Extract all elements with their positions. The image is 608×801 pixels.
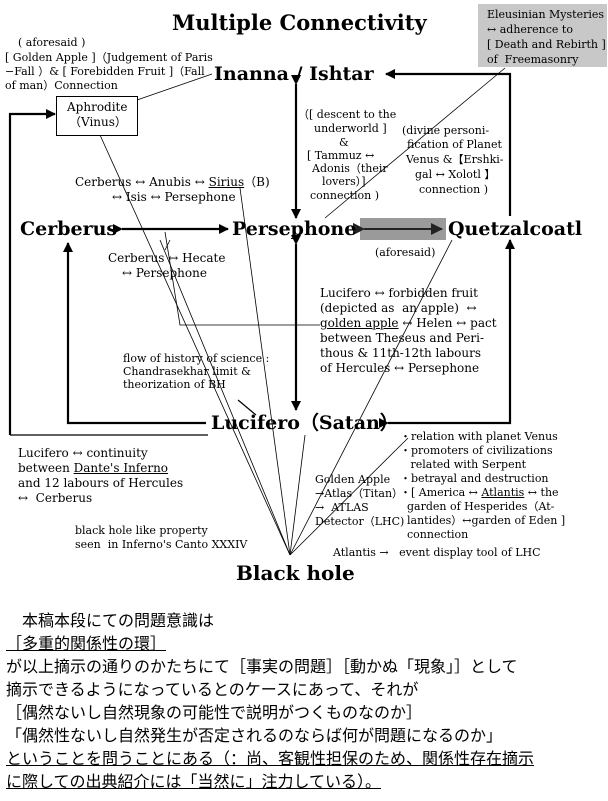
jp-line-3: が以上摘示の通りのかたちにて［事実の問題］［動かぬ「現象」］として bbox=[6, 657, 518, 676]
note-fruit-3: between Theseus and Peri- bbox=[320, 331, 485, 345]
note-divine-4: connection ) bbox=[419, 183, 489, 196]
note-descent-4: Adonis（their bbox=[312, 162, 388, 175]
dantes-inferno-link: Dante's Inferno bbox=[73, 461, 169, 475]
note-atlantis-2: garden of Hesperides（At- bbox=[400, 500, 555, 513]
note-fruit-2: golden apple ↔ Helen ↔ pact bbox=[320, 317, 497, 330]
aphrodite-box: Aphrodite （Vinus） bbox=[56, 96, 138, 136]
node-persephone: Persephone bbox=[232, 218, 357, 240]
note-hecate-1: Cerberus ↔ Hecate bbox=[108, 251, 226, 265]
note-atlantis-1: ・[ America ↔ Atlantis ↔ the bbox=[400, 486, 559, 499]
jp-line-5: ［偶然ないし自然現象の可能性で説明がつくものなのか］ bbox=[6, 703, 423, 722]
note-golden-apple-1: [ Golden Apple ]（Judgement of Paris bbox=[5, 51, 213, 64]
note-descent-3: [ Tammuz ↔ bbox=[307, 149, 375, 162]
note-divine-2: Venus &【Ershki- bbox=[406, 153, 504, 166]
jp-line-2: ［多重的関係性の環］ bbox=[6, 634, 167, 653]
jp-line-1: 本稿本段にての問題意識は bbox=[6, 611, 215, 630]
arrow-lucifero-quetz bbox=[379, 239, 515, 428]
inferno-pre: between bbox=[18, 461, 74, 475]
note-descent-1: underworld ] bbox=[314, 122, 387, 135]
note-atlantis-4: connection bbox=[400, 528, 469, 541]
note-inferno-1: Lucifero ↔ continuity bbox=[18, 446, 148, 460]
note-venus-1: ・promoters of civilizations bbox=[400, 444, 553, 457]
page-title: Multiple Connectivity bbox=[172, 10, 427, 35]
note-atlas-1: →Atlas（Titan） bbox=[315, 487, 404, 500]
note-fruit-0: Lucifero ↔ forbidden fruit bbox=[320, 286, 478, 300]
note-aforesaid: (aforesaid) bbox=[375, 246, 436, 259]
aphrodite-sub: （Vinus） bbox=[69, 115, 127, 129]
note-anubis-2: ↔ Isis ↔ Persephone bbox=[112, 190, 236, 204]
note-descent-0: （[ descent to the bbox=[298, 108, 397, 121]
note-venus-3: ・betrayal and destruction bbox=[400, 472, 549, 485]
eleusis-line1: Eleusinian Mysteries bbox=[487, 8, 605, 21]
arrow-science-lucifero bbox=[237, 399, 257, 416]
note-divine-0: (divine personi- bbox=[402, 124, 490, 137]
sirius-link: Sirius bbox=[208, 175, 245, 189]
note-venus-0: ・relation with planet Venus bbox=[400, 430, 558, 443]
jp-line-6: 「偶然性ないし自然発生が否定されるのならば何が問題になるのか」 bbox=[6, 726, 503, 745]
note-inferno-2: between Dante's Inferno bbox=[18, 462, 168, 475]
golden-apple-link: golden apple bbox=[320, 316, 399, 330]
eleusis-line2: ↔ adherence to bbox=[487, 23, 573, 36]
note-science-0: flow of history of science : bbox=[123, 352, 270, 365]
note-golden-apple-3: of man）Connection bbox=[5, 79, 118, 92]
arrow-quetz-inanna bbox=[385, 69, 512, 216]
line-venus-blackhole bbox=[289, 437, 409, 556]
note-canto-0: black hole like property bbox=[75, 524, 208, 537]
atlantis-post: ↔ the bbox=[524, 486, 559, 499]
eleusis-line3: [ Death and Rebirth ] bbox=[487, 38, 606, 51]
note-atlas-3: Detector（LHC) bbox=[315, 515, 405, 528]
note-fruit-1: (depicted as an apple) ↔ bbox=[320, 301, 477, 315]
node-inanna: Inanna / Ishtar bbox=[214, 63, 374, 85]
note-venus-2: related with Serpent bbox=[400, 458, 527, 471]
eleusis-line4: of Freemasonry bbox=[487, 53, 579, 66]
note-anubis-1: Cerberus ↔ Anubis ↔ Sirius（B) bbox=[75, 176, 270, 189]
note-divine-3: gal ↔ Xolotl 】 bbox=[415, 168, 496, 181]
note-golden-apple-0: ( aforesaid ) bbox=[18, 36, 86, 49]
note-atlas-2: → ATLAS bbox=[315, 501, 369, 514]
jp-line-7: ということを問うことにある（：尚、客観性担保のため、関係性存在摘示 bbox=[6, 749, 535, 768]
line-cerberus-blackhole bbox=[159, 239, 291, 556]
line-aphrodite-blackhole bbox=[99, 134, 291, 556]
note-descent-5: lovers）] bbox=[322, 175, 366, 188]
node-black-hole: Black hole bbox=[236, 561, 355, 585]
note-inferno-3: and 12 labours of Hercules bbox=[18, 476, 184, 490]
note-fruit-4: thous & 11th-12th labours bbox=[320, 346, 482, 360]
note-science-1: Chandrasekhar limit & bbox=[123, 365, 251, 378]
jp-line-8: に際しての出典紹介には「当然に」注力している）。 bbox=[6, 772, 382, 791]
note-atlas-0: Golden Apple bbox=[315, 473, 391, 486]
atlantis-link: Atlantis bbox=[481, 486, 525, 499]
note-divine-1: fication of Planet bbox=[407, 138, 502, 151]
fruit-rest: ↔ Helen ↔ pact bbox=[398, 316, 497, 330]
anubis-post: （B) bbox=[244, 175, 270, 189]
line-sirius-blackhole bbox=[239, 187, 291, 556]
atlantis-pre: ・[ America ↔ bbox=[400, 486, 482, 499]
line-persephone-apple bbox=[164, 231, 320, 326]
note-science-2: theorization of BH bbox=[123, 378, 226, 391]
node-lucifero: Lucifero（Satan） bbox=[211, 412, 399, 434]
note-inferno-4: ↔ Cerberus bbox=[18, 491, 93, 505]
anubis-pre: Cerberus ↔ Anubis ↔ bbox=[75, 175, 209, 189]
note-lhc: Atlantis → event display tool of LHC bbox=[333, 546, 541, 559]
note-hecate-2: ↔ Persephone bbox=[122, 266, 207, 280]
node-quetzalcoatl: Quetzalcoatl bbox=[448, 218, 583, 240]
aphrodite-label: Aphrodite bbox=[67, 100, 128, 114]
jp-line-4: 摘示できるようになっているとのケースにあって、それが bbox=[6, 680, 419, 699]
arrow-inanna-aphrodite bbox=[8, 109, 56, 435]
note-descent-6: connection ) bbox=[310, 189, 380, 202]
note-fruit-5: of Hercules ↔ Persephone bbox=[320, 361, 480, 375]
node-cerberus: Cerberus bbox=[20, 218, 118, 240]
note-atlantis-3: lantides）↔garden of Eden ] bbox=[400, 514, 566, 527]
line-eleusis-persephone bbox=[324, 67, 506, 219]
line-hecate-tick bbox=[164, 239, 171, 251]
arrow-lucifero-cerberus bbox=[63, 242, 206, 425]
eleusinian-box: Eleusinian Mysteries ↔ adherence to [ De… bbox=[478, 4, 607, 67]
line-aphrodite-inanna bbox=[136, 73, 213, 101]
note-canto-1: seen in Inferno's Canto XXXIV bbox=[75, 538, 248, 551]
line-lucifero-blackhole bbox=[289, 434, 306, 556]
note-golden-apple-2: −Fall ）& [ Forebidden Fruit ]（Fall bbox=[5, 65, 205, 78]
note-descent-2: & bbox=[339, 136, 349, 149]
